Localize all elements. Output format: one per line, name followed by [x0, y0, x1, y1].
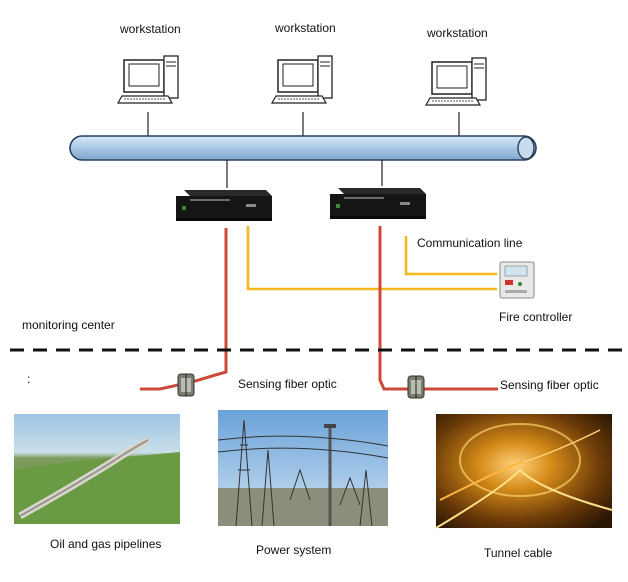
workstation-computer-1	[116, 55, 179, 104]
sensing-fiber-label-left: Sensing fiber optic	[238, 377, 337, 391]
fire-controller-label: Fire controller	[499, 310, 573, 324]
sensing-fiber-label-right: Sensing fiber optic	[500, 378, 599, 392]
communication-line-label: Communication line	[417, 236, 523, 250]
tunnel-cable-label: Tunnel cable	[484, 546, 553, 560]
fiber-sensor-spool-right	[407, 375, 425, 399]
network-bus	[69, 135, 537, 161]
oil-gas-pipeline-label: Oil and gas pipelines	[50, 537, 162, 551]
fiber-monitor-device-1	[176, 190, 272, 221]
workstation-label-3: workstation	[427, 26, 488, 40]
tunnel-cable-photo	[435, 414, 613, 529]
oil-gas-pipeline-photo	[14, 414, 180, 524]
communication-line	[246, 226, 497, 291]
fiber-sensor-spool-left	[177, 373, 195, 397]
fiber-monitor-device-2	[330, 188, 426, 219]
power-system-photo	[217, 410, 389, 527]
sensing-fiber-cable	[140, 226, 498, 391]
workstation-label-1: workstation	[120, 22, 181, 36]
power-system-label: Power system	[256, 543, 332, 557]
workstation-computer-3	[424, 57, 487, 106]
fire-controller-device	[499, 261, 535, 299]
workstation-label-2: workstation	[275, 21, 336, 35]
stray-colon-mark: :	[27, 372, 31, 386]
workstation-computer-2	[270, 55, 333, 104]
monitoring-center-label: monitoring center	[22, 318, 115, 332]
